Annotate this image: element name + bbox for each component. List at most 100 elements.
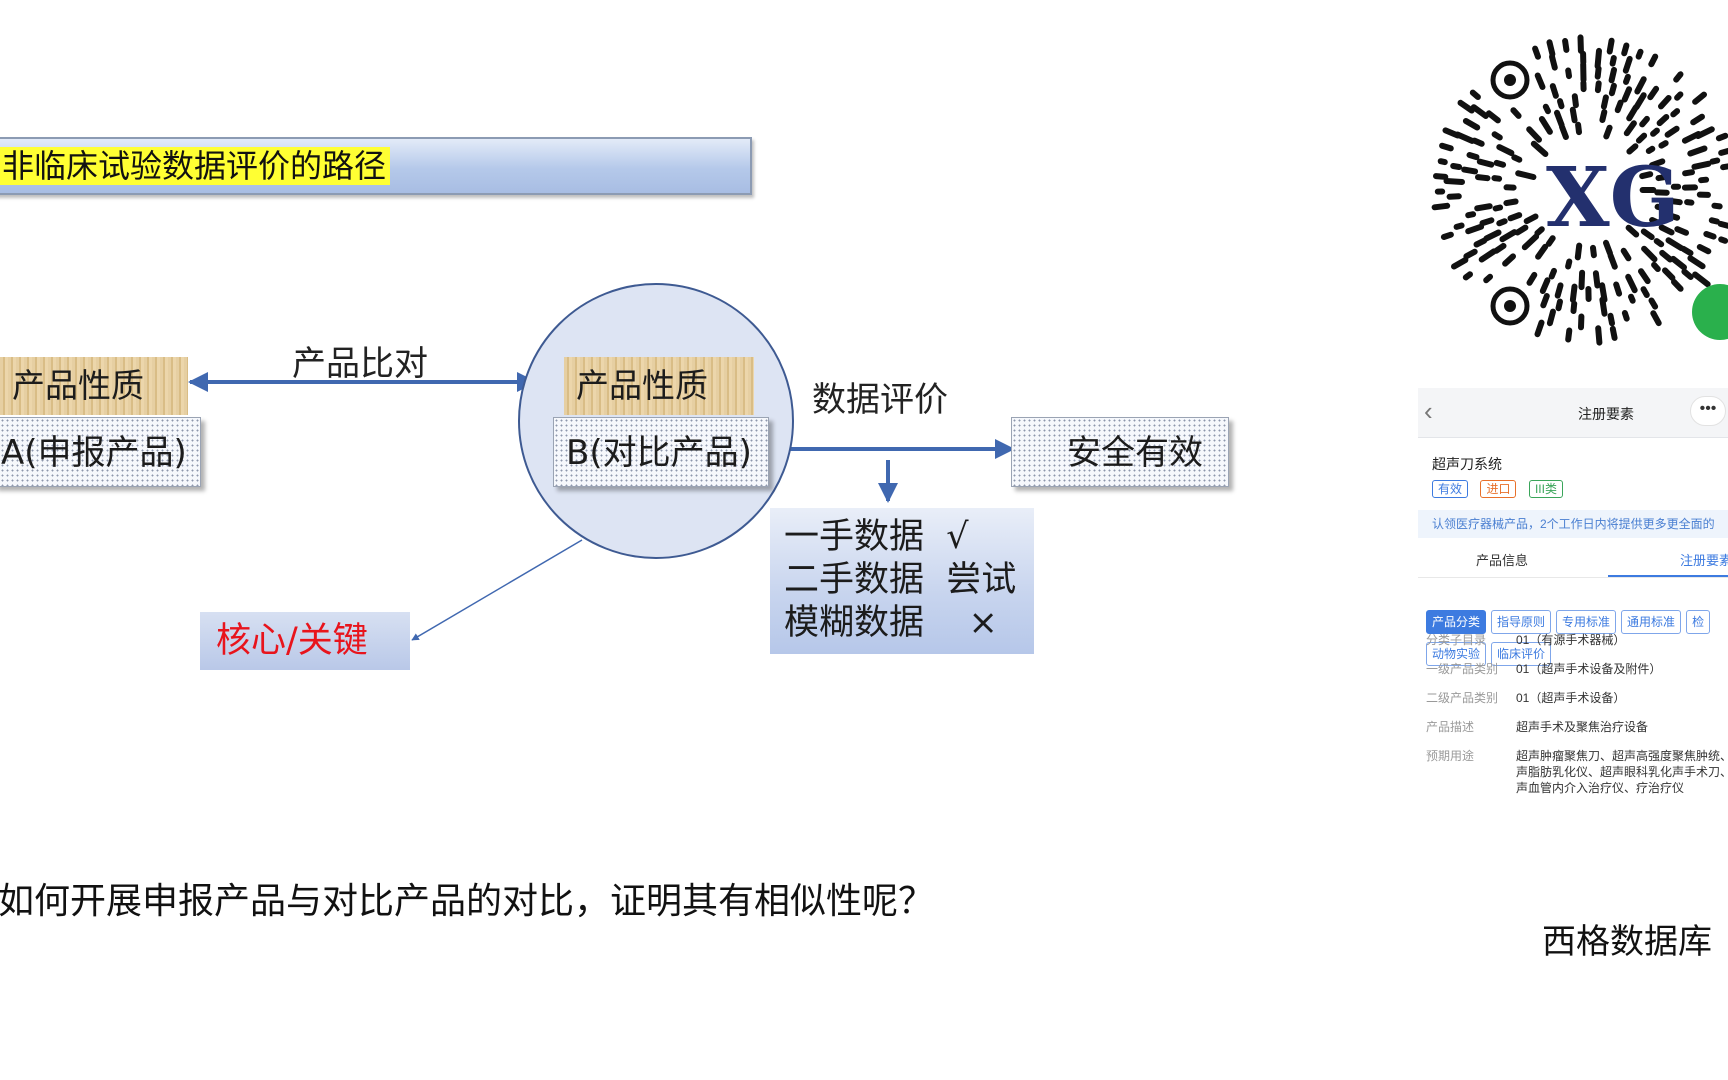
qr-dash (1565, 327, 1573, 343)
element-chips: 产品分类指导原则专用标准通用标准检 动物实验临床评价 (1426, 610, 1728, 674)
qr-dash (1590, 244, 1597, 259)
more-menu-icon[interactable]: ••• (1690, 396, 1726, 426)
qr-dash (1483, 229, 1502, 242)
qr-dash (1478, 248, 1497, 263)
qr-finder-bottom-left (1490, 286, 1530, 326)
qr-dash (1638, 268, 1651, 285)
qr-dash (1655, 174, 1667, 182)
qr-dash (1648, 297, 1659, 310)
tab-product-info[interactable]: 产品信息 (1476, 553, 1529, 568)
qr-dash (1608, 66, 1617, 84)
qr-dash (1565, 258, 1573, 270)
qr-dash (1609, 55, 1617, 67)
qr-dash (1621, 310, 1630, 322)
qr-dash (1696, 244, 1712, 255)
qr-dash (1718, 147, 1728, 156)
qr-dash (1463, 248, 1478, 260)
tag-valid: 有效 (1432, 480, 1469, 498)
chip-special-standards[interactable]: 专用标准 (1556, 610, 1617, 634)
slide-title: 非临床试验数据评价的路径 (0, 147, 391, 185)
product-a-box: A(申报产品) (0, 417, 201, 487)
safe-effective-box: 安全有效 (1011, 417, 1229, 487)
tag-imported: 进口 (1480, 480, 1517, 498)
qr-dash (1613, 281, 1623, 297)
qr-dash (1549, 83, 1559, 99)
qr-dash (1634, 76, 1647, 95)
qr-dash (1654, 203, 1666, 211)
qr-dash (1538, 116, 1553, 135)
chip-clinical-eval[interactable]: 临床评价 (1491, 642, 1552, 666)
qr-dash (1625, 224, 1640, 238)
app-nav-title: 注册要素 (1578, 406, 1634, 422)
qr-dash (1474, 203, 1493, 212)
active-tab-underline (1608, 575, 1728, 577)
field-label: 二级产品类别 (1426, 691, 1499, 705)
qr-dash (1670, 108, 1681, 118)
qr-dash (1658, 140, 1669, 149)
qr-dash (1650, 310, 1662, 327)
title-bar: 非临床试验数据评价的路径 (0, 137, 752, 195)
qr-dash (1603, 124, 1613, 140)
qr-dash (1469, 89, 1481, 100)
qr-dash (1640, 228, 1655, 241)
qr-dash (1440, 231, 1454, 240)
qr-dash (1562, 38, 1570, 53)
qr-dash (1594, 47, 1602, 70)
qr-dash (1592, 270, 1601, 289)
tab-registration-elements[interactable]: 注册要素 (1680, 553, 1728, 568)
qr-dash (1621, 42, 1630, 57)
qr-dash (1485, 110, 1501, 124)
qr-dash (1546, 39, 1556, 58)
qr-dash (1511, 154, 1523, 163)
qr-dash (1649, 217, 1662, 226)
qr-dash (1594, 80, 1602, 94)
chip-inspection[interactable]: 检 (1686, 610, 1711, 634)
qr-dash (1614, 99, 1624, 114)
qr-dash (1535, 243, 1549, 260)
qr-dash (1479, 217, 1495, 227)
qr-dash (1633, 92, 1647, 111)
qr-dash (1687, 145, 1708, 157)
qr-dash (1473, 237, 1488, 248)
qr-dash (1510, 107, 1522, 119)
field-value: 超声手术及聚焦治疗设备 (1516, 720, 1649, 734)
data-row-second-hand: 二手数据 尝试 (784, 560, 1017, 600)
qr-dash (1496, 218, 1508, 227)
qr-dash (1450, 163, 1463, 170)
qr-dash (1695, 126, 1715, 139)
chip-animal-test[interactable]: 动物实验 (1426, 642, 1487, 666)
qr-dash (1647, 85, 1660, 101)
mini-program-qr-code[interactable]: XG (1418, 0, 1728, 390)
qr-dash (1594, 65, 1602, 80)
qr-dash (1600, 94, 1609, 110)
qr-dash (1437, 158, 1448, 166)
qr-dash (1709, 157, 1721, 165)
qr-dash (1656, 114, 1670, 127)
app-screenshot: ‹ 注册要素 ••• 超声刀系统 有效 进口 III类 认领医疗器械产品，2个工… (1418, 388, 1728, 898)
pointer-to-core-key (411, 539, 583, 641)
qr-dash (1720, 163, 1728, 171)
qr-dash (1607, 252, 1618, 270)
qr-dash (1691, 160, 1712, 170)
qr-dash (1491, 131, 1503, 141)
qr-dash (1559, 124, 1569, 140)
qr-dash (1682, 169, 1695, 177)
qr-dash (1599, 109, 1608, 123)
claim-notice[interactable]: 认领医疗器械产品，2个工作日内将提供更多更全面的 (1418, 510, 1728, 538)
qr-dash (1439, 142, 1454, 152)
chip-guidelines[interactable]: 指导原则 (1491, 610, 1552, 634)
chip-product-classification[interactable]: 产品分类 (1426, 610, 1487, 634)
qr-dash (1674, 226, 1689, 236)
qr-dash (1665, 237, 1685, 251)
qr-dash (1483, 273, 1493, 284)
qr-dash (1461, 166, 1479, 175)
back-chevron-icon[interactable]: ‹ (1424, 396, 1433, 426)
qr-dash (1606, 37, 1615, 55)
qr-dash (1462, 118, 1481, 131)
chip-general-standards[interactable]: 通用标准 (1621, 610, 1682, 634)
qr-dash (1658, 224, 1675, 236)
slide: 非临床试验数据评价的路径 产品性质 A(申报产品) 产品比对 产品性质 B(对比… (0, 137, 1229, 922)
field-value: 01（有源手术器械） (1516, 633, 1626, 647)
qr-dash (1569, 283, 1578, 303)
qr-dash (1453, 222, 1465, 230)
